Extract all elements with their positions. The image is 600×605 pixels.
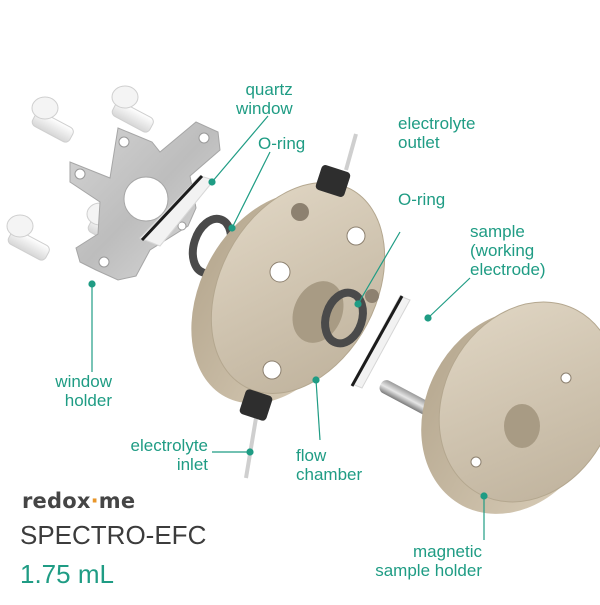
o-ring-right bbox=[321, 288, 367, 348]
screw-top-right bbox=[111, 85, 154, 133]
brand-logo: redox·me bbox=[22, 489, 135, 513]
screw-bottom-left bbox=[6, 214, 50, 261]
screw-top-left bbox=[31, 96, 74, 143]
brand-name-part2: me bbox=[98, 489, 136, 513]
label-flow-chamber: flow chamber bbox=[296, 446, 362, 484]
label-line: flow bbox=[296, 446, 327, 465]
label-line: magnetic bbox=[413, 542, 482, 561]
label-window-holder: window holder bbox=[40, 372, 112, 410]
flow-chamber bbox=[191, 182, 386, 404]
label-line: sample holder bbox=[375, 561, 482, 580]
label-magnetic-sample-holder: magnetic sample holder bbox=[340, 542, 482, 580]
label-line: outlet bbox=[398, 133, 440, 152]
label-line: electrolyte bbox=[398, 114, 476, 133]
label-electrolyte-outlet: electrolyte outlet bbox=[398, 114, 475, 152]
label-line: (working bbox=[470, 241, 535, 260]
electrolyte-inlet-tube bbox=[239, 389, 273, 479]
leader-lines bbox=[88, 115, 488, 540]
label-line: electrolyte bbox=[130, 436, 208, 455]
product-name: SPECTRO-EFC bbox=[20, 520, 207, 550]
window-holder-plate bbox=[69, 121, 221, 281]
label-line: sample bbox=[470, 222, 525, 241]
brand-name-dot: · bbox=[90, 489, 99, 513]
magnetic-sample-holder bbox=[379, 301, 600, 514]
label-line: window bbox=[236, 99, 293, 118]
sample-working-electrode bbox=[350, 295, 411, 389]
brand-name-part1: redox bbox=[22, 489, 91, 513]
label-quartz-window: quartz window bbox=[236, 80, 293, 118]
volume-label: 1.75 mL bbox=[20, 559, 114, 589]
label-line: quartz bbox=[245, 80, 293, 99]
label-electrolyte-inlet: electrolyte inlet bbox=[108, 436, 208, 474]
label-o-ring-left: O-ring bbox=[258, 134, 306, 153]
label-line: inlet bbox=[176, 455, 208, 474]
electrolyte-outlet-tube bbox=[315, 133, 358, 197]
label-line: holder bbox=[64, 391, 112, 410]
label-sample: sample (working electrode) bbox=[470, 222, 546, 279]
label-line: chamber bbox=[296, 465, 363, 484]
label-line: window bbox=[55, 372, 112, 391]
label-o-ring-right: O-ring bbox=[398, 190, 446, 209]
label-line: electrode) bbox=[470, 260, 546, 279]
